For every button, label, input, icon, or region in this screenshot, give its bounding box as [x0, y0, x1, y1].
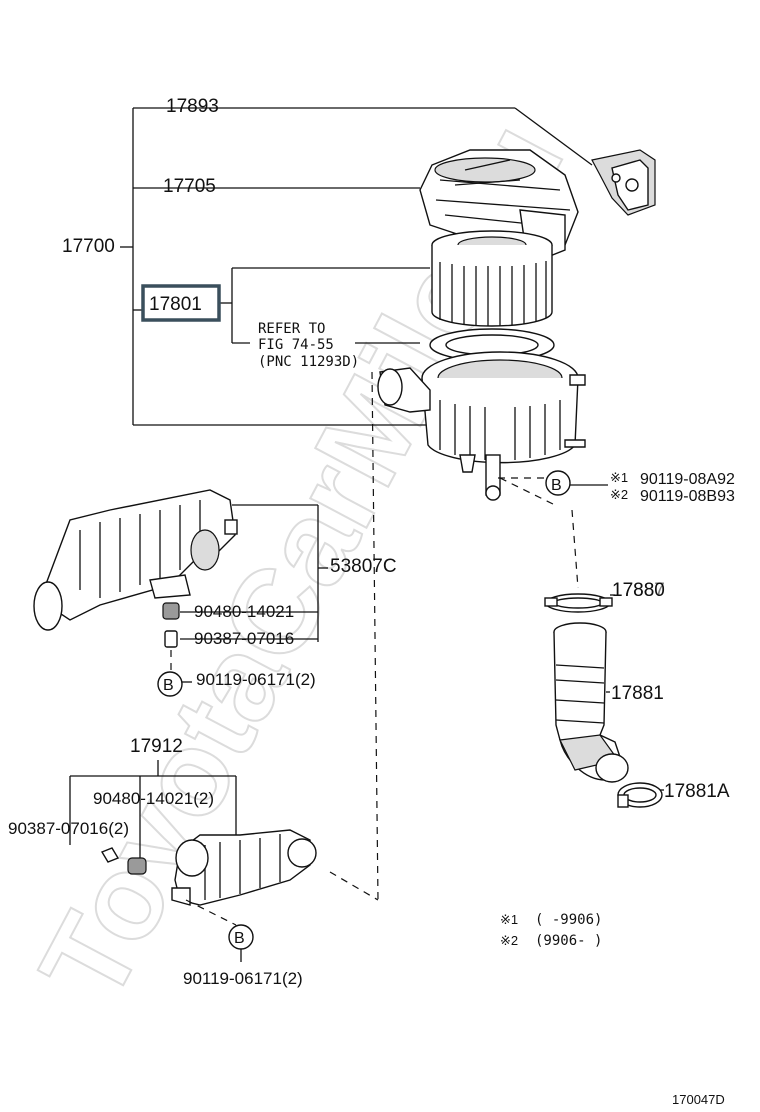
alt2-mark: ※2 — [610, 487, 628, 502]
air-cleaner-case — [377, 351, 586, 501]
callout-17705: 17705 — [163, 176, 216, 197]
collar-90387 — [164, 630, 178, 648]
callout-17912: 17912 — [130, 736, 183, 757]
bracket-53807c — [180, 504, 328, 642]
callout-90480-14021-2: 90480-14021(2) — [93, 789, 214, 808]
callout-90119-06171-bottom: 90119-06171(2) — [183, 969, 303, 988]
callout-17881: 17881 — [611, 683, 664, 704]
grommet-90480-pair — [127, 857, 147, 875]
callout-17801[interactable]: 17801 — [149, 294, 202, 315]
bolt-b-left-top: B — [163, 677, 174, 694]
air-filter-element-17801 — [431, 230, 553, 327]
figure-code: 170047D — [672, 1092, 725, 1107]
callout-53807c: 53807C — [330, 556, 397, 577]
bracket-17893-drawing — [591, 149, 656, 216]
hose-clamp-17880 — [544, 593, 613, 613]
hose-clamp-17881a — [617, 782, 663, 808]
bolt-symbol-right — [545, 470, 571, 496]
callout-17880: 17880 — [612, 580, 665, 601]
refer-line-3: (PNC 11293D) — [258, 354, 359, 370]
callout-17700: 17700 — [62, 236, 115, 257]
callout-90387-07016: 90387-07016 — [194, 629, 294, 648]
refer-line-2: FIG 74-55 — [258, 337, 334, 353]
intake-hose-17881 — [553, 622, 629, 783]
bolt-b-right: B — [551, 477, 562, 494]
note1-mark: ※1 — [500, 912, 518, 927]
refer-line-1: REFER TO — [258, 321, 325, 337]
highlight-box-17801 — [141, 284, 221, 322]
callout-90119-08a92: 90119-08A92 — [640, 471, 735, 488]
grommet-90480 — [162, 602, 180, 620]
callout-90387-07016-2: 90387-07016(2) — [8, 819, 129, 838]
callout-17881a: 17881A — [664, 781, 730, 802]
bolt-b-left-bottom: B — [234, 930, 245, 947]
note1-range: ( -9906) — [535, 912, 602, 928]
alt1-mark: ※1 — [610, 470, 628, 485]
callout-90119-08b93: 90119-08B93 — [640, 488, 735, 505]
bolt-symbol-left-top — [157, 671, 183, 697]
callout-17887: 17887 — [612, 580, 665, 601]
bracket-17912 — [69, 760, 237, 860]
collar-90387-pair — [100, 847, 120, 863]
callout-90480-14021: 90480-14021 — [194, 602, 294, 621]
callout-17893: 17893 — [166, 96, 219, 117]
note2-range: (9906- ) — [535, 933, 602, 949]
duct-17912-drawing — [171, 829, 317, 906]
assembly-bracket-17700 — [120, 107, 593, 426]
duct-53807c-drawing — [33, 489, 238, 631]
note2-mark: ※2 — [500, 933, 518, 948]
callout-90119-06171-top: 90119-06171(2) — [196, 670, 316, 689]
